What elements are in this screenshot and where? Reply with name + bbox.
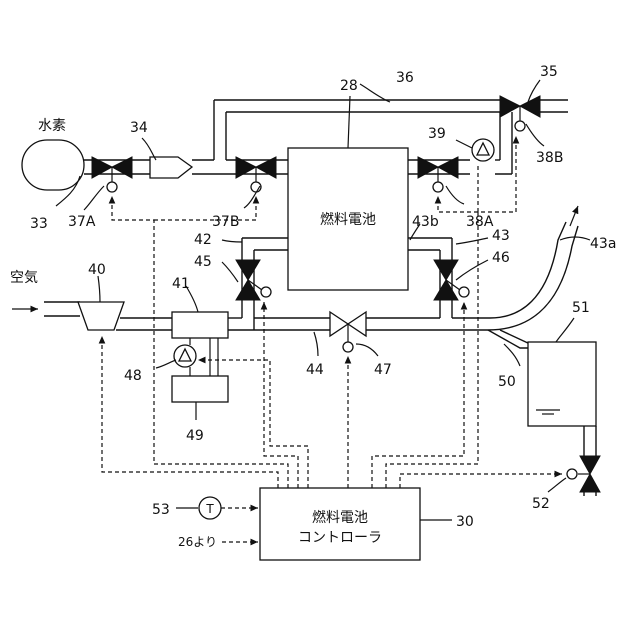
ref-34: 34 (130, 120, 148, 136)
ref-38b: 38B (536, 150, 563, 166)
ref-33: 33 (30, 216, 48, 232)
controller-label-line1: 燃料電池 (312, 509, 368, 526)
air-label: 空気 (10, 270, 38, 286)
ref-40: 40 (88, 262, 106, 278)
ref-50: 50 (498, 374, 516, 390)
ref-43a: 43a (590, 236, 616, 252)
ref-52: 52 (532, 496, 550, 512)
reference-leader-lines (56, 80, 590, 520)
bypass-pipe (214, 100, 500, 112)
ref-38a: 38A (466, 214, 494, 230)
ref-46: 46 (492, 250, 510, 266)
ref-49: 49 (186, 428, 204, 444)
air-compressor (78, 302, 124, 330)
ref-35: 35 (540, 64, 558, 80)
shutoff-valve-37a (92, 157, 132, 192)
hydrogen-label: 水素 (38, 118, 66, 134)
ref-47: 47 (374, 362, 392, 378)
ref-43: 43 (492, 228, 510, 244)
hydrogen-tank (22, 140, 84, 190)
purge-valve-38a (418, 157, 458, 192)
exhaust-pipe (540, 100, 568, 112)
ref-37b: 37B (212, 214, 239, 230)
ref-43b: 43b (412, 214, 439, 230)
hydrogen-pump (472, 139, 494, 161)
ref-48: 48 (124, 368, 142, 384)
bypass-valve-47 (330, 312, 366, 352)
water-tank (528, 342, 596, 426)
ref-36: 36 (396, 70, 414, 86)
air-inlet-pipe (44, 302, 80, 316)
ref-39: 39 (428, 126, 446, 142)
ref-44: 44 (306, 362, 324, 378)
ref-37a: 37A (68, 214, 96, 230)
signal-from-26-label: 26より (178, 535, 217, 549)
drain-pipe (488, 330, 530, 348)
ref-41: 41 (172, 276, 190, 292)
controller-label-line2: コントローラ (298, 530, 382, 546)
shutoff-valve-37b (236, 157, 276, 192)
radiator (172, 376, 228, 402)
coolant-pump (174, 345, 196, 367)
exhaust-outlet-pipe (488, 206, 578, 330)
ref-28: 28 (340, 78, 358, 94)
purge-valve-38b (500, 96, 540, 131)
fuel-cell-label: 燃料電池 (320, 211, 376, 228)
ref-45: 45 (194, 254, 212, 270)
drain-valve (567, 456, 600, 492)
ref-30: 30 (456, 514, 474, 530)
ref-51: 51 (572, 300, 590, 316)
ref-42: 42 (194, 232, 212, 248)
intercooler (172, 312, 228, 338)
temperature-sensor-label: T (205, 502, 214, 516)
ref-53: 53 (152, 502, 170, 518)
pressure-regulator (150, 157, 192, 178)
